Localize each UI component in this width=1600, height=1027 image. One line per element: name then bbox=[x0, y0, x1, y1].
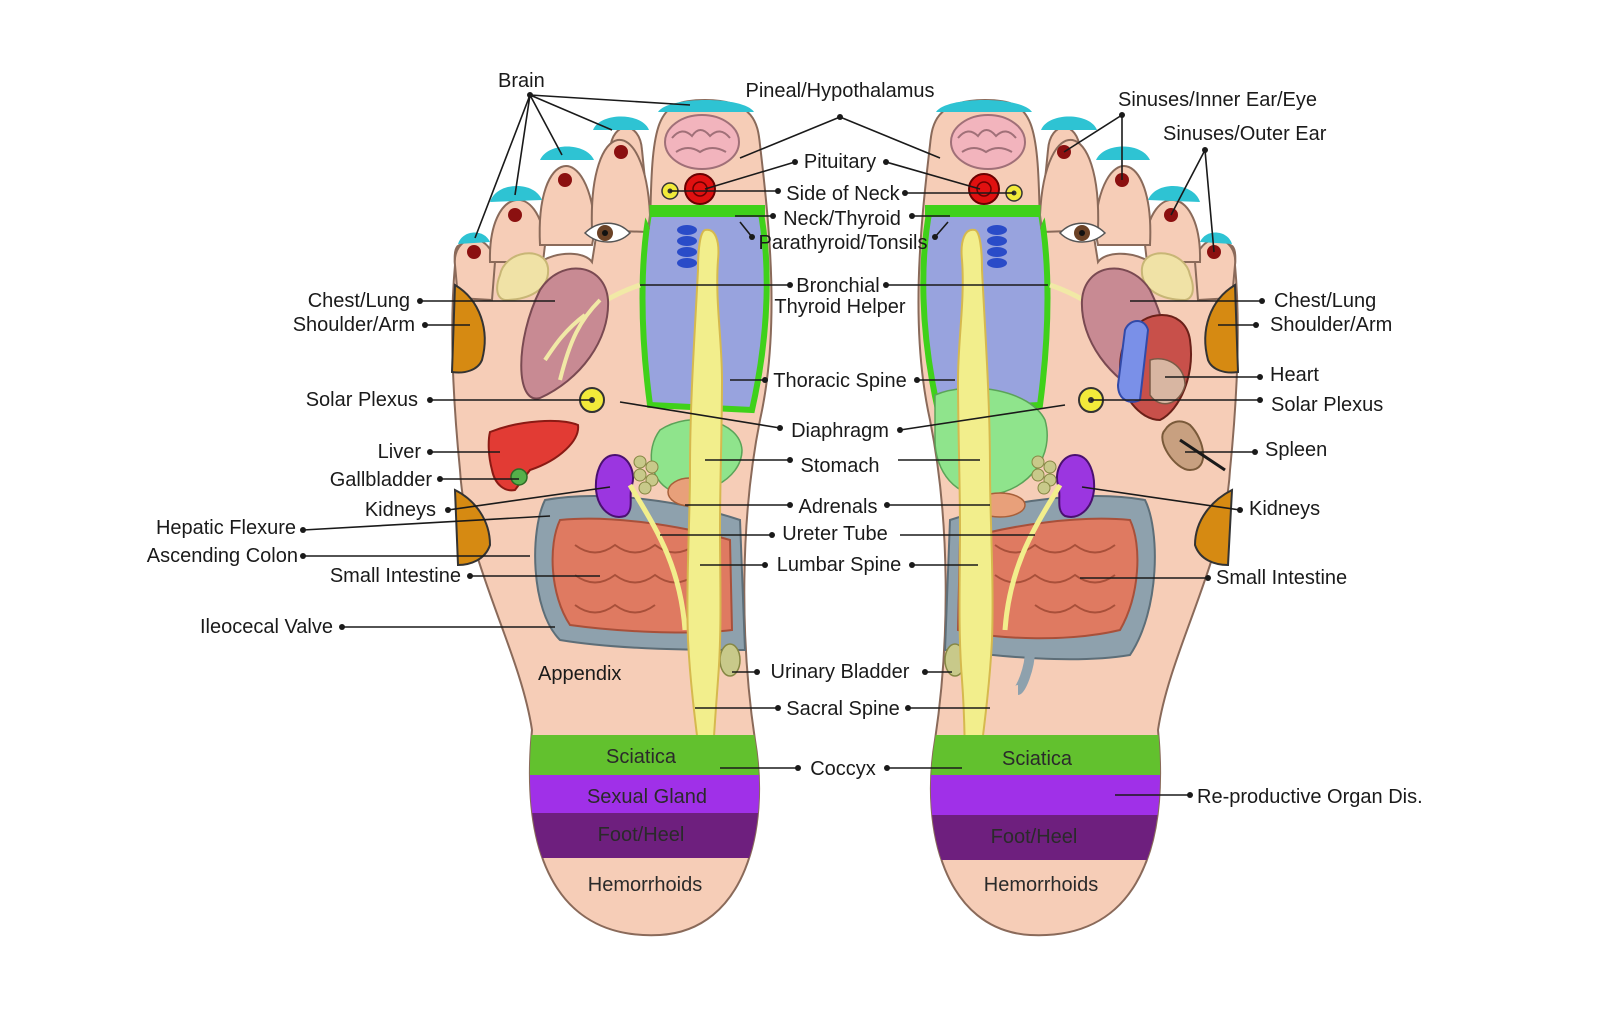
label-left-kidneys: Kidneys bbox=[365, 499, 436, 521]
label-sinuses-inner: Sinuses/Inner Ear/Eye bbox=[1118, 89, 1317, 111]
left-gallbladder-icon bbox=[510, 468, 528, 486]
leader-lines bbox=[300, 92, 1265, 798]
left-neck-thyroid-band bbox=[650, 205, 765, 217]
right-toe-tip-4 bbox=[1041, 116, 1097, 130]
label-thoracic-spine: Thoracic Spine bbox=[773, 370, 906, 392]
left-toe-tip-1 bbox=[458, 232, 490, 244]
label-coccyx: Coccyx bbox=[810, 758, 876, 780]
label-heart: Heart bbox=[1270, 364, 1319, 386]
left-toe-tip-2 bbox=[490, 185, 542, 202]
label-hepatic-flexure: Hepatic Flexure bbox=[156, 517, 296, 539]
label-adrenals: Adrenals bbox=[799, 496, 878, 518]
label-sacral-spine: Sacral Spine bbox=[786, 698, 899, 720]
right-foot bbox=[916, 98, 1240, 937]
left-labels: Brain Chest/Lung Shoulder/Arm Solar Plex… bbox=[147, 70, 622, 685]
right-kidney-icon bbox=[1056, 453, 1096, 518]
label-liver: Liver bbox=[378, 441, 422, 463]
label-appendix: Appendix bbox=[538, 663, 621, 685]
left-pituitary-icon bbox=[684, 173, 716, 205]
label-right-hemorrhoids: Hemorrhoids bbox=[984, 874, 1098, 896]
label-left-foot-heel: Foot/Heel bbox=[598, 824, 685, 846]
right-eye-icon bbox=[1058, 222, 1107, 243]
left-parathyroid-icon bbox=[677, 225, 697, 268]
label-right-shoulder-arm: Shoulder/Arm bbox=[1270, 314, 1392, 336]
right-toe-tip-big bbox=[936, 100, 1032, 112]
right-labels: Sinuses/Inner Ear/Eye Sinuses/Outer Ear … bbox=[1118, 89, 1423, 808]
right-neck-thyroid-band bbox=[925, 205, 1040, 217]
label-right-kidneys: Kidneys bbox=[1249, 498, 1320, 520]
label-diaphragm: Diaphragm bbox=[791, 420, 889, 442]
label-ureter-tube: Ureter Tube bbox=[782, 523, 888, 545]
label-side-of-neck: Side of Neck bbox=[786, 183, 900, 205]
label-bronchial: Bronchial bbox=[796, 275, 879, 297]
right-pancreas-icon bbox=[1031, 455, 1057, 495]
left-eye-icon bbox=[583, 222, 632, 243]
label-left-hemorrhoids: Hemorrhoids bbox=[588, 874, 702, 896]
label-lumbar-spine: Lumbar Spine bbox=[777, 554, 902, 576]
label-urinary-bladder: Urinary Bladder bbox=[771, 661, 910, 683]
label-right-chest-lung: Chest/Lung bbox=[1274, 290, 1376, 312]
right-toe-tip-1 bbox=[1200, 232, 1232, 244]
left-toes bbox=[453, 100, 754, 302]
label-neck-thyroid: Neck/Thyroid bbox=[783, 208, 901, 230]
left-pancreas-icon bbox=[633, 455, 659, 495]
label-pituitary: Pituitary bbox=[804, 151, 876, 173]
label-sinuses-outer: Sinuses/Outer Ear bbox=[1163, 123, 1327, 145]
label-reproductive: Re-productive Organ Dis. bbox=[1197, 786, 1423, 808]
right-toe-tip-2 bbox=[1148, 185, 1200, 202]
left-kidney-icon bbox=[594, 453, 634, 518]
label-parathyroid: Parathyroid/Tonsils bbox=[759, 232, 928, 254]
left-foot bbox=[450, 98, 774, 937]
label-stomach: Stomach bbox=[801, 455, 880, 477]
label-right-foot-heel: Foot/Heel bbox=[991, 826, 1078, 848]
label-right-sciatica: Sciatica bbox=[1002, 748, 1073, 770]
label-gallbladder: Gallbladder bbox=[330, 469, 433, 491]
label-right-small-intestine: Small Intestine bbox=[1216, 567, 1347, 589]
label-brain: Brain bbox=[498, 70, 545, 92]
label-pineal: Pineal/Hypothalamus bbox=[746, 80, 935, 102]
label-left-sexual-gland: Sexual Gland bbox=[587, 786, 707, 808]
right-pituitary-icon bbox=[968, 173, 1000, 205]
label-ileocecal-valve: Ileocecal Valve bbox=[200, 616, 333, 638]
label-left-chest-lung: Chest/Lung bbox=[308, 290, 410, 312]
heart-icon bbox=[1116, 314, 1192, 422]
label-thyroid-helper: Thyroid Helper bbox=[774, 296, 906, 318]
left-toe-tip-3 bbox=[540, 146, 594, 160]
right-toe-tip-3 bbox=[1096, 146, 1150, 160]
label-left-sciatica: Sciatica bbox=[606, 746, 677, 768]
label-left-solar-plexus: Solar Plexus bbox=[306, 389, 418, 411]
label-left-small-intestine: Small Intestine bbox=[330, 565, 461, 587]
right-toes bbox=[936, 100, 1237, 302]
label-spleen: Spleen bbox=[1265, 439, 1327, 461]
label-ascending-colon: Ascending Colon bbox=[147, 545, 298, 567]
left-brain-icon bbox=[664, 114, 740, 170]
left-toe-tip-big bbox=[658, 100, 754, 112]
right-brain-icon bbox=[950, 114, 1026, 170]
label-right-solar-plexus: Solar Plexus bbox=[1271, 394, 1383, 416]
label-left-shoulder-arm: Shoulder/Arm bbox=[293, 314, 415, 336]
right-parathyroid-icon bbox=[987, 225, 1007, 268]
center-labels: Pineal/Hypothalamus Pituitary Side of Ne… bbox=[746, 80, 935, 780]
left-liver-icon bbox=[487, 419, 580, 492]
zone-labels: Sciatica Sexual Gland Foot/Heel Hemorrho… bbox=[587, 746, 1098, 896]
left-toe-tip-4 bbox=[593, 116, 649, 130]
